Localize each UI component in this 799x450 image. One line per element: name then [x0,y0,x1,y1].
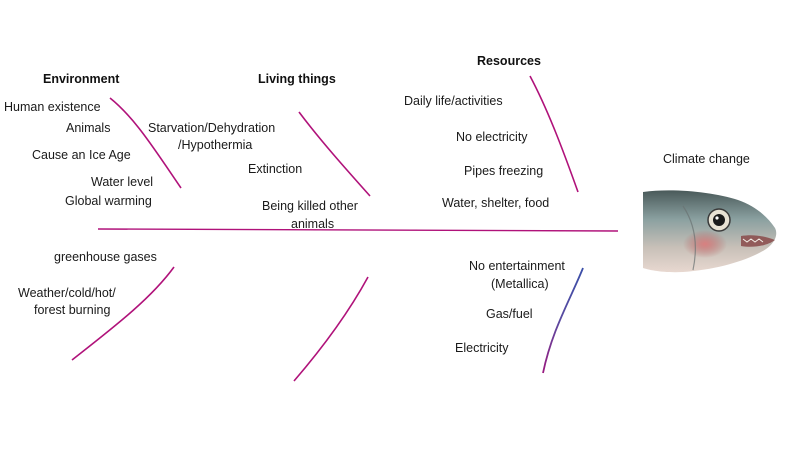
cause-label: Being killed other [262,199,358,213]
cause-label: Global warming [65,194,152,208]
cause-label: forest burning [34,303,111,317]
category-resources-title: Resources [477,54,541,68]
cause-label: Water level [91,175,154,189]
spine-line [97,228,619,232]
category-environment-title: Environment [43,72,120,86]
bone-resources-bottom [542,267,584,374]
bone-living-top [298,111,371,197]
cause-label: Weather/cold/hot/ [18,286,116,300]
cause-label: No entertainment [469,259,565,273]
cause-label: Starvation/Dehydration [148,121,276,135]
cause-label: Extinction [248,162,303,176]
fish-head-icon [643,190,777,273]
bone-environment-top [109,97,182,189]
cause-label: Gas/fuel [486,307,533,321]
cause-label: greenhouse gases [54,250,157,264]
cause-label: Water, shelter, food [442,196,550,210]
cause-label: Electricity [455,341,509,355]
problem-label: Climate change [663,152,750,166]
cause-label: animals [291,217,335,231]
cause-label: Animals [66,121,111,135]
category-living-things-title: Living things [258,72,336,86]
cause-label: Pipes freezing [464,164,544,178]
cause-label: Daily life/activities [404,94,503,108]
cause-label: Human existence [4,100,101,114]
bone-environment-bottom [71,266,175,361]
bone-resources-top [529,75,579,193]
cause-label: /Hypothermia [178,138,253,152]
cause-label: No electricity [456,130,528,144]
bone-living-bottom [293,276,369,382]
cause-label: Cause an Ice Age [32,148,131,162]
cause-label: (Metallica) [491,277,549,291]
